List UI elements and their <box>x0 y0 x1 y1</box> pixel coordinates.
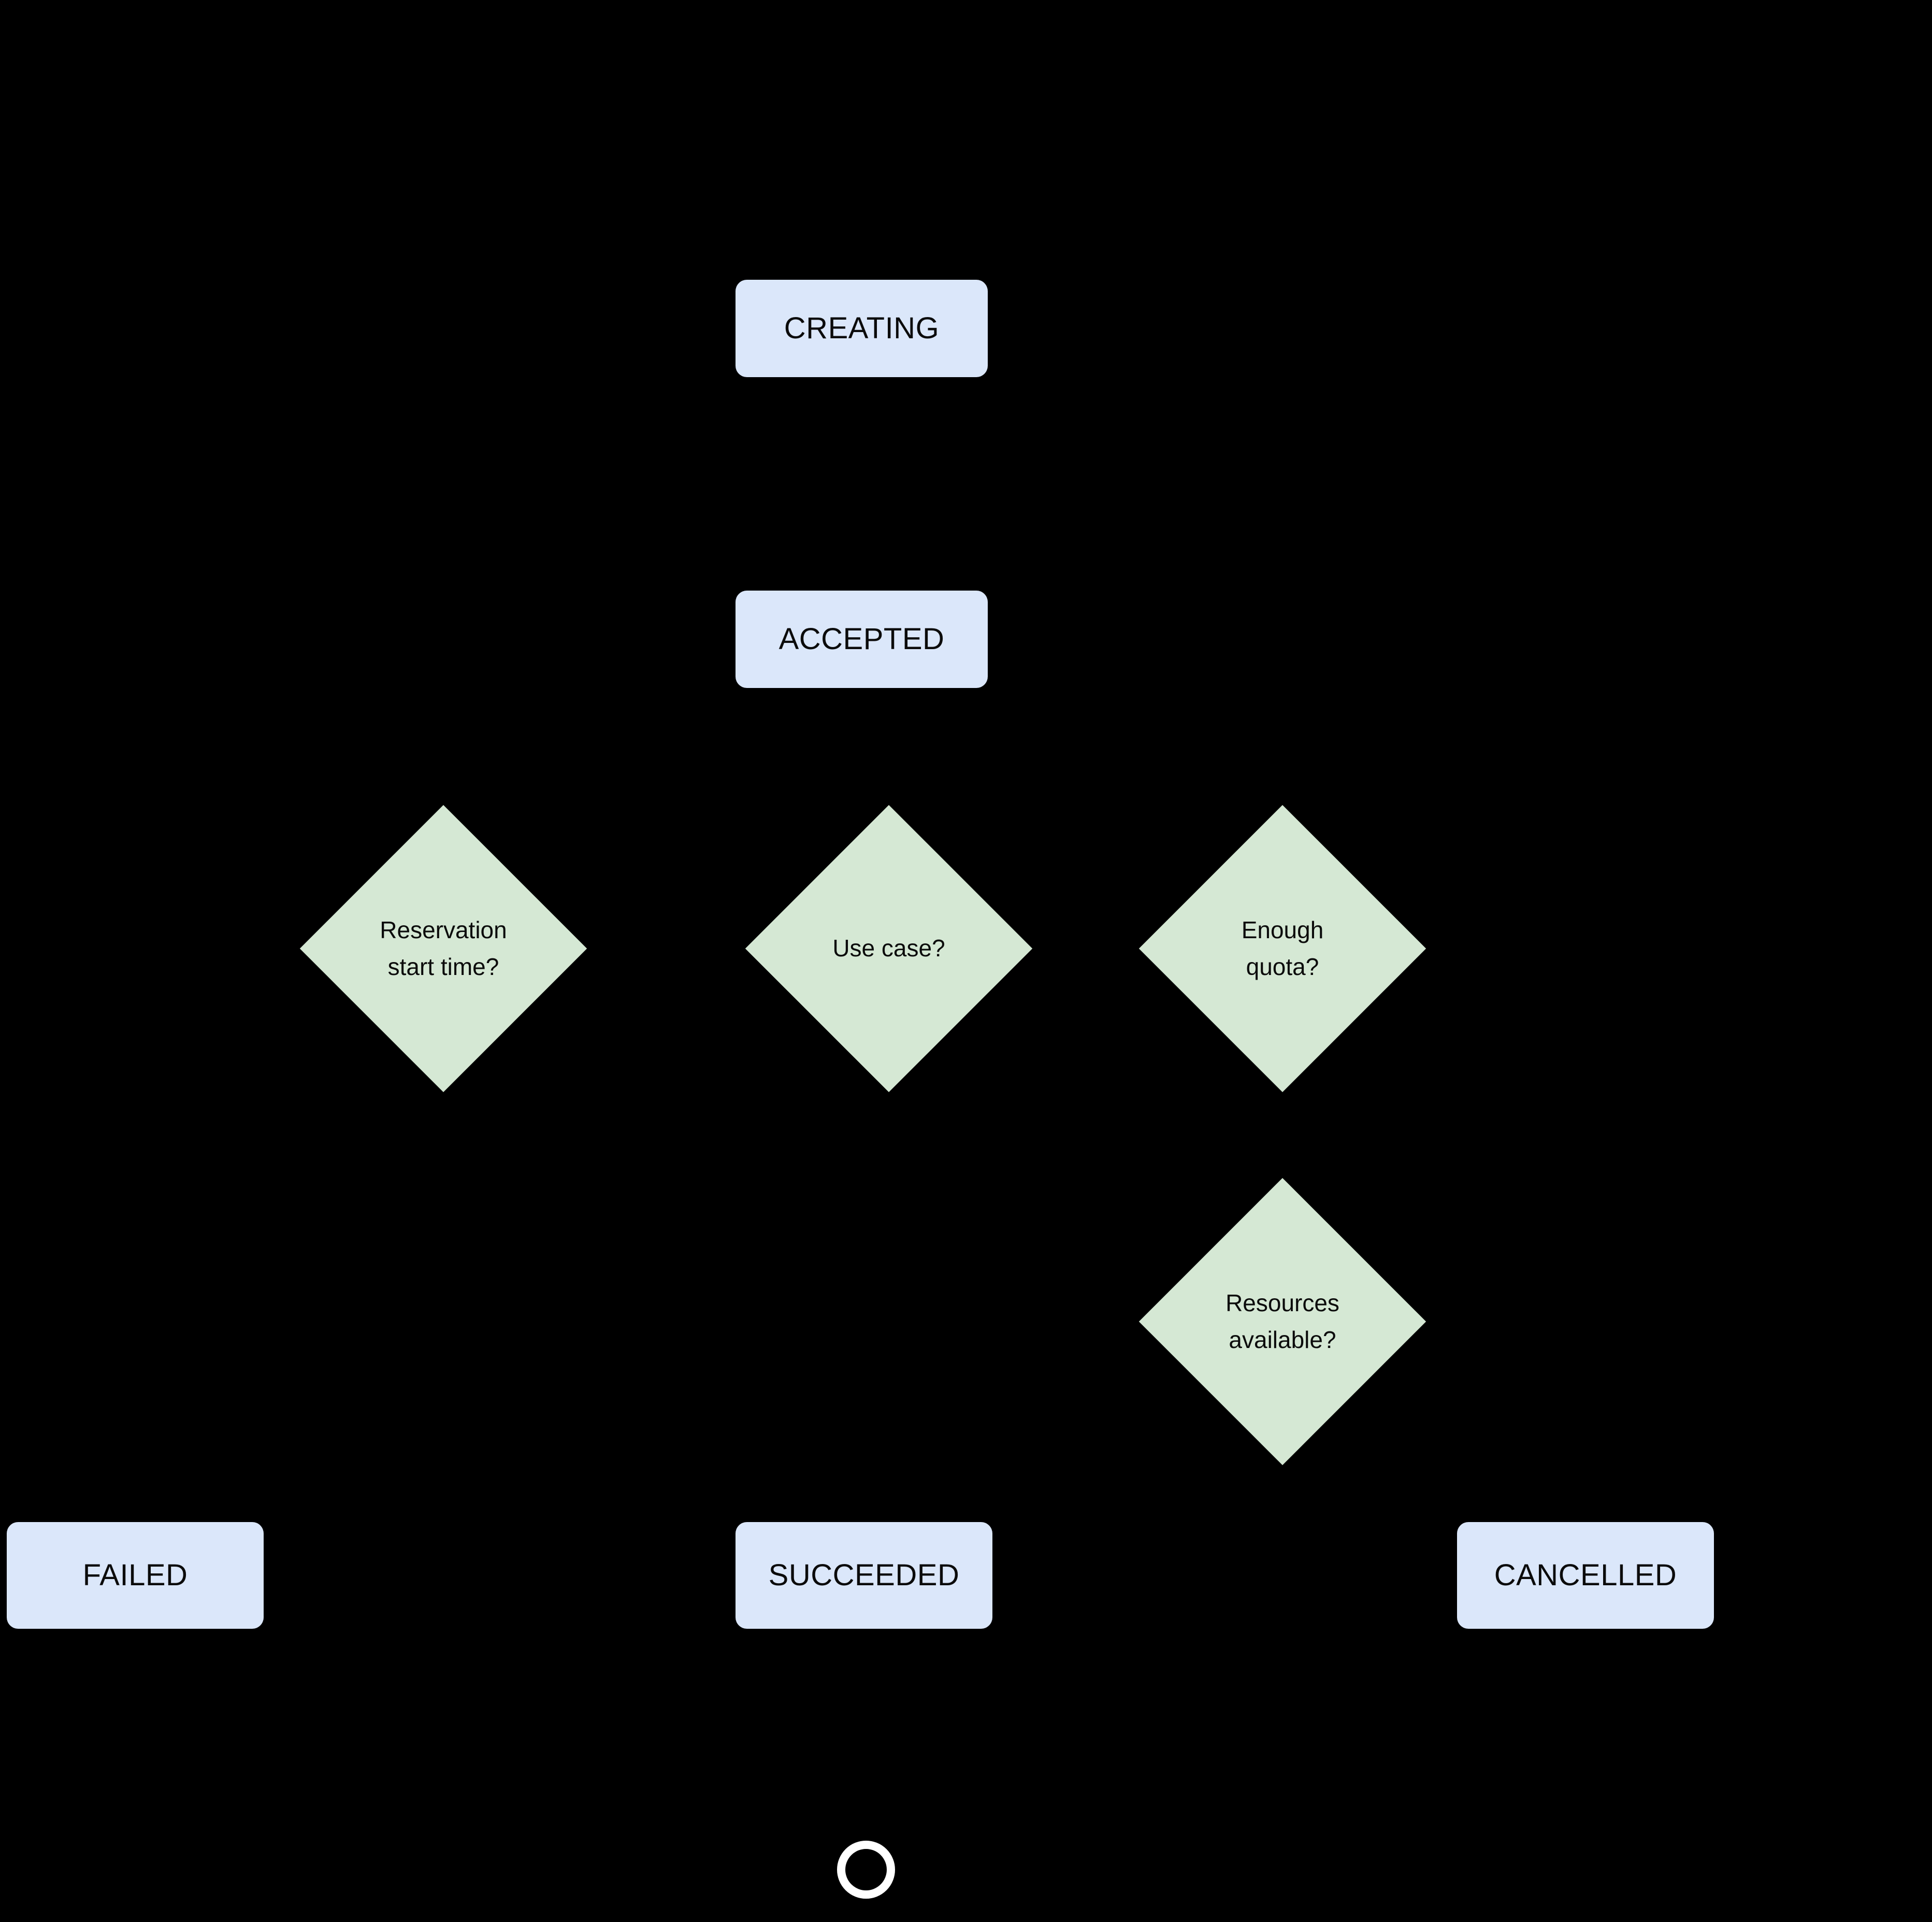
decision-label-use-case: Use case? <box>832 935 945 962</box>
edge-resources-available-to-cancelled <box>1280 1423 1602 1529</box>
edge-accepted-to-reservation-start-time <box>427 688 863 854</box>
decision-enough-quota[interactable]: Enough quota? <box>1138 805 1426 1093</box>
edge-cancelled-to-end <box>888 1629 1588 1886</box>
state-label-creating: CREATING <box>784 311 940 345</box>
decision-label-resources-available: Resources available? <box>1225 1289 1339 1353</box>
edge-failed-to-end <box>133 1629 844 1886</box>
state-label-cancelled: CANCELLED <box>1494 1558 1677 1592</box>
state-label-failed: FAILED <box>82 1558 188 1592</box>
state-box-creating[interactable]: CREATING <box>736 280 988 377</box>
state-box-failed[interactable]: FAILED <box>7 1522 264 1629</box>
end-terminal-ring <box>837 1841 895 1899</box>
decision-label-reservation-start-time: Reservation start time? <box>380 916 507 980</box>
decision-use-case[interactable]: Use case? <box>745 805 1033 1093</box>
decision-resources-available[interactable]: Resources available? <box>1138 1178 1426 1466</box>
state-label-succeeded: SUCCEEDED <box>768 1558 960 1592</box>
state-label-accepted: ACCEPTED <box>778 622 945 656</box>
edge-reservation-start-time-to-failed <box>119 1050 445 1529</box>
decision-reservation-start-time[interactable]: Reservation start time? <box>299 805 587 1093</box>
state-box-succeeded[interactable]: SUCCEEDED <box>736 1522 992 1629</box>
state-box-accepted[interactable]: ACCEPTED <box>736 591 988 688</box>
state-box-cancelled[interactable]: CANCELLED <box>1457 1522 1714 1629</box>
edge-accepted-to-enough-quota <box>859 688 1299 854</box>
decision-label-enough-quota: Enough quota? <box>1241 916 1324 980</box>
